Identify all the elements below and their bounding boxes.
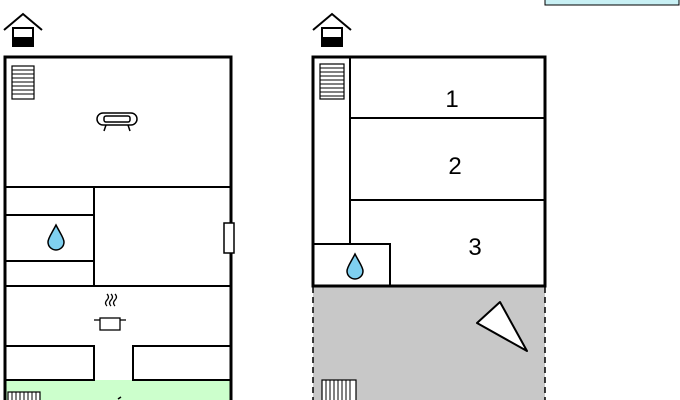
- bedroom-2-label: 2: [448, 153, 461, 180]
- house-entrance-icon: [312, 12, 352, 47]
- bathroom-wall: [313, 243, 391, 286]
- terrace: [5, 380, 231, 400]
- water-drop-icon: [346, 252, 364, 280]
- outer-wall: [3, 55, 233, 400]
- ground-floor-plan: [3, 12, 235, 400]
- staircase-icon: [7, 391, 41, 400]
- legend-box: [544, 0, 680, 6]
- bedroom-1-label: 1: [445, 86, 458, 113]
- outer-wall: [311, 55, 547, 288]
- kitchen-counter-left: [4, 345, 95, 381]
- bedroom-3-label: 3: [468, 234, 481, 261]
- window-icon: [223, 222, 235, 254]
- house-entrance-icon: [3, 12, 43, 47]
- kitchen-counter-right: [132, 345, 232, 381]
- terrace-mark: [117, 396, 122, 400]
- staircase-icon: [321, 379, 357, 400]
- water-drop-icon: [47, 223, 65, 251]
- cooking-pot-icon: [94, 293, 126, 331]
- upper-floor-plan: 1 2 3: [311, 12, 547, 400]
- sofa-icon: [96, 112, 138, 132]
- compass-icon: [476, 301, 528, 352]
- staircase-icon: [319, 63, 345, 100]
- staircase-icon: [11, 65, 35, 100]
